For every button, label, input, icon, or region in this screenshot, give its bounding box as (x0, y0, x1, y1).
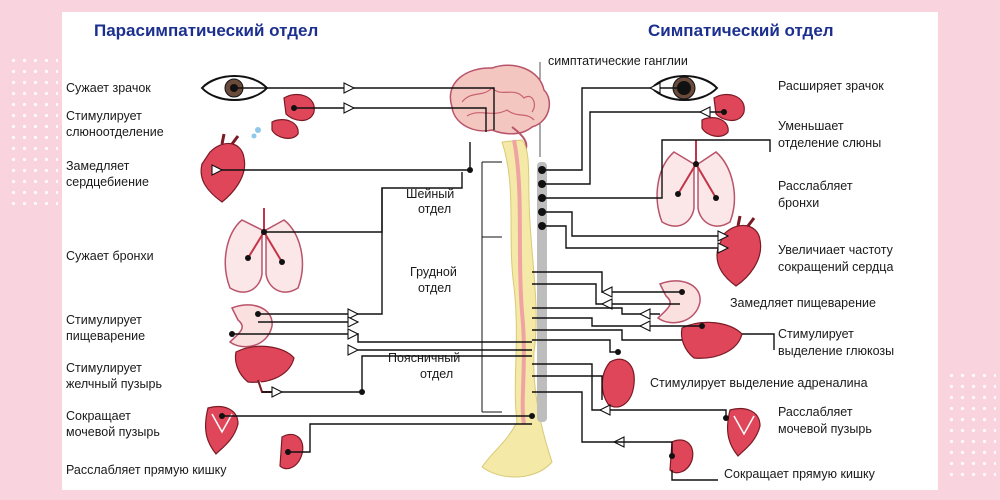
para-effect-rectum: Расслабляет прямую кишку (66, 463, 227, 477)
nervous-system-diagram: Парасимпатический отдел Симпатический от… (66, 21, 894, 481)
symp-effect-pupil: Расширяет зрачок (778, 79, 884, 93)
right-heart-icon (716, 215, 762, 287)
right-liver-icon (680, 321, 743, 359)
ganglia-label: симптатические ганглии (548, 54, 688, 68)
spine-section-lumbar: Поясничный отдел (388, 342, 502, 413)
left-liver-icon (234, 345, 295, 393)
right-rectum-icon (669, 439, 694, 474)
parasympathetic-title: Парасимпатический отдел (94, 21, 318, 40)
right-salivary-gland-icon (701, 93, 745, 137)
right-lungs-icon (656, 140, 736, 227)
left-heart-icon (200, 133, 246, 203)
spine-section-thoracic: Грудной отдел (410, 237, 502, 343)
sympathetic-title: Симпатический отдел (648, 21, 834, 40)
diagram-card: Парасимпатический отдел Симпатический от… (62, 12, 938, 490)
left-salivary-gland-icon (251, 93, 315, 139)
para-effect-bronchi: Сужает бронхи (66, 249, 154, 263)
cervical-label-1: Шейный (406, 187, 454, 201)
right-bladder-icon (726, 407, 761, 457)
sympathetic-nerves (532, 82, 775, 481)
lumbar-label-1: Поясничный (388, 351, 460, 365)
brain-icon (449, 64, 551, 153)
parasympathetic-nerves (211, 82, 535, 455)
left-lungs-icon (224, 208, 304, 293)
spine-section-cervical: Шейный отдел (406, 161, 502, 238)
right-stomach-icon (656, 280, 701, 324)
dot-pattern-right (946, 370, 996, 480)
left-stomach-icon (228, 304, 273, 348)
cervical-label-2: отдел (418, 202, 451, 216)
dot-pattern-left (8, 55, 58, 205)
right-adrenal-kidney-icon (601, 358, 635, 408)
para-effect-pupil: Сужает зрачок (66, 81, 151, 95)
thoracic-label-2: отдел (418, 281, 451, 295)
symp-effect-adrenaline: Стимулирует выделение адреналина (650, 376, 868, 390)
left-bladder-icon (204, 405, 239, 455)
symp-effect-digestion: Замедляет пищеварение (730, 296, 876, 310)
lumbar-label-2: отдел (420, 367, 453, 381)
thoracic-label-1: Грудной (410, 265, 457, 279)
symp-effect-rectum: Сокращает прямую кишку (724, 467, 876, 481)
